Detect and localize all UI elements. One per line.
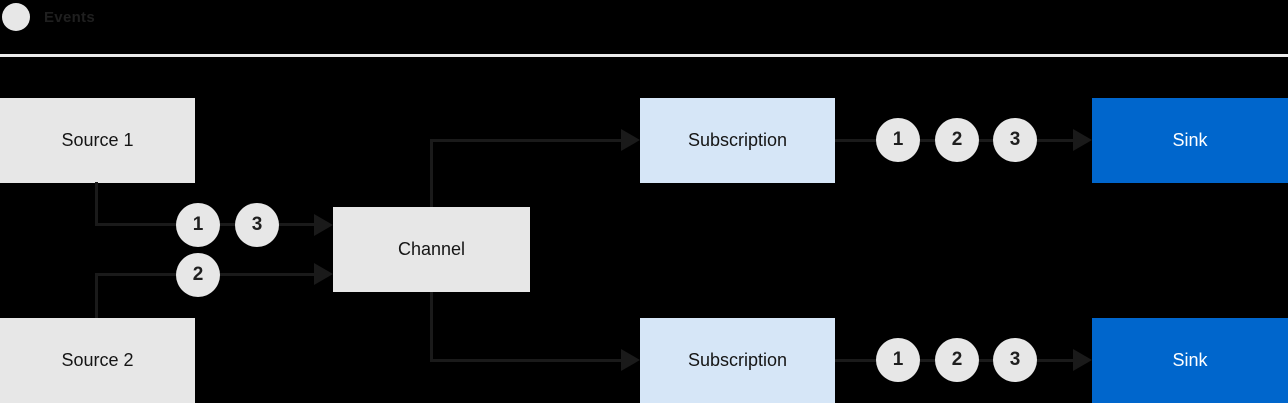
event-badge: 1: [176, 203, 220, 247]
node-label: Subscription: [687, 350, 788, 370]
node-channel: Channel: [333, 207, 530, 292]
legend-divider: [0, 54, 1288, 57]
node-label: Subscription: [687, 130, 788, 150]
event-badge: 2: [176, 253, 220, 297]
event-badge: 3: [993, 338, 1037, 382]
event-badge: 3: [235, 203, 279, 247]
node-source-2: Source 2: [0, 318, 195, 403]
node-label: Sink: [1172, 350, 1208, 370]
node-label: Source 2: [61, 350, 134, 370]
node-subscription-top: Subscription: [640, 98, 835, 183]
node-subscription-bottom: Subscription: [640, 318, 835, 403]
event-badge: 1: [876, 338, 920, 382]
arrowhead-channel-to-subscription-bottom-icon: [621, 349, 640, 371]
arrowhead-source1-to-channel-icon: [314, 214, 333, 236]
arrowhead-subscription-top-to-sink-icon: [1073, 129, 1092, 151]
arrowhead-channel-to-subscription-top-icon: [621, 129, 640, 151]
event-badge: 2: [935, 118, 979, 162]
event-badge: 2: [935, 338, 979, 382]
arrowhead-subscription-bottom-to-sink-icon: [1073, 349, 1092, 371]
connector-channel-top-vertical: [430, 139, 433, 207]
connector-channel-bottom-vertical: [430, 292, 433, 361]
connector-channel-bottom-horizontal: [430, 359, 622, 362]
arrowhead-source2-to-channel-icon: [314, 263, 333, 285]
node-label: Channel: [397, 239, 466, 259]
connector-source1-vertical: [95, 182, 98, 225]
connector-channel-top-horizontal: [430, 139, 622, 142]
node-sink-top: Sink: [1092, 98, 1288, 183]
events-legend-icon: [2, 3, 30, 31]
connector-source2-vertical: [95, 275, 98, 318]
node-source-1: Source 1: [0, 98, 195, 183]
event-badge: 3: [993, 118, 1037, 162]
legend-label: Events: [44, 9, 95, 26]
event-badge: 1: [876, 118, 920, 162]
node-sink-bottom: Sink: [1092, 318, 1288, 403]
node-label: Sink: [1172, 130, 1208, 150]
node-label: Source 1: [61, 130, 134, 150]
